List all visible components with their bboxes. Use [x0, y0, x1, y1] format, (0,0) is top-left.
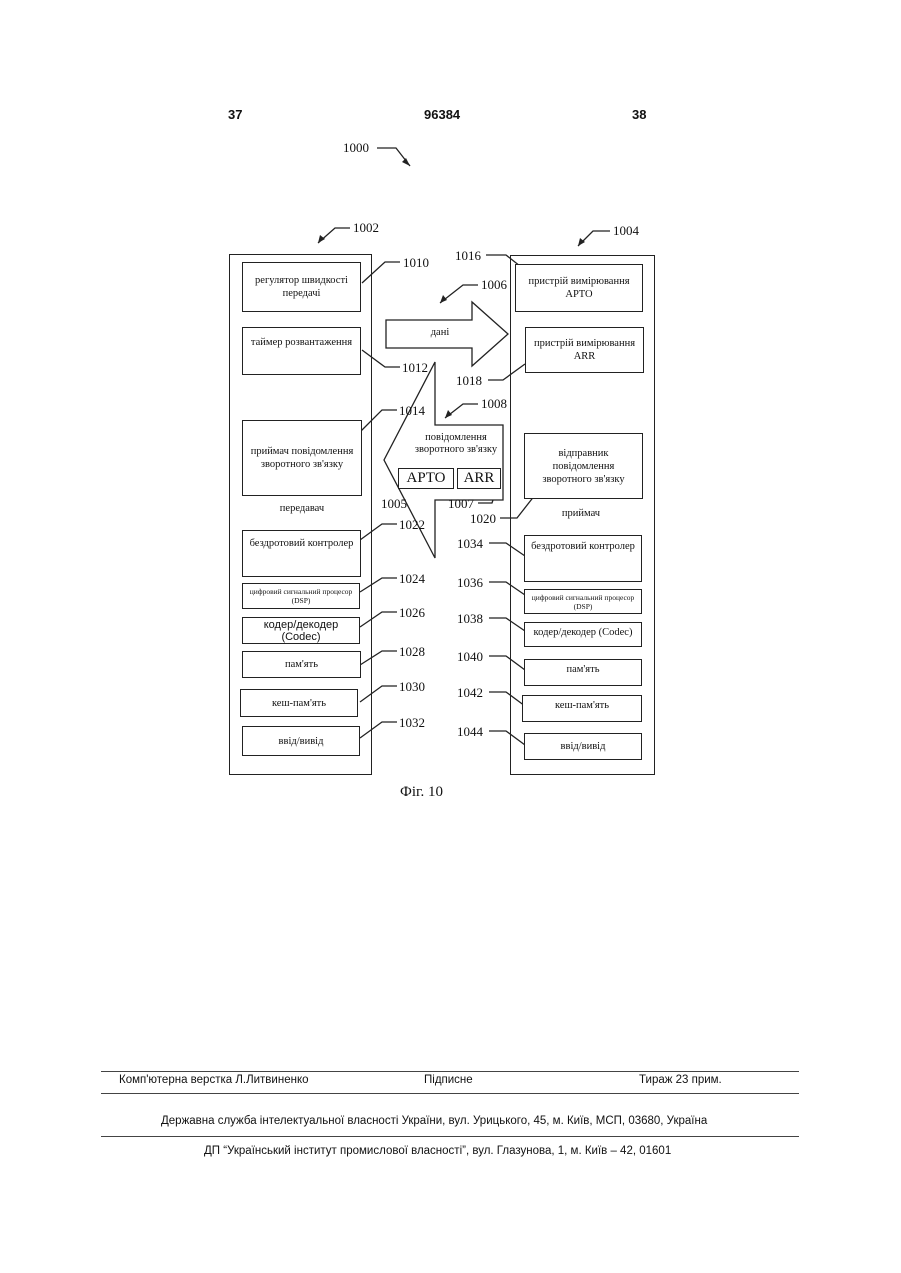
rx-dsp-box: цифровий сигнальний процесор (DSP) [524, 589, 642, 614]
transmitter-label: передавач [242, 503, 362, 514]
ref-1000: 1000 [343, 141, 369, 154]
rx-cache-box: кеш-пам'ять [522, 695, 642, 722]
footer-layout: Комп'ютерна верстка Л.Литвиненко [119, 1074, 309, 1086]
ref-1042: 1042 [457, 686, 483, 699]
apto-field-box: APTO [398, 468, 454, 489]
ref-1002: 1002 [353, 221, 379, 234]
data-arrow-label: дані [410, 327, 470, 338]
ref-1022: 1022 [399, 518, 425, 531]
unload-timer-box: таймер розвантаження [242, 327, 361, 375]
rate-controller-box: регулятор швидкості передачі [242, 262, 361, 312]
apto-meter-box: пристрій вимірювання APTO [515, 264, 643, 312]
footer-signed: Підписне [424, 1074, 473, 1086]
footer-rule-top [101, 1071, 799, 1072]
rx-memory-box: пам'ять [524, 659, 642, 686]
ref-1004: 1004 [613, 224, 639, 237]
ref-1008: 1008 [481, 397, 507, 410]
ref-1012: 1012 [402, 361, 428, 374]
ref-1010: 1010 [403, 256, 429, 269]
ref-1016: 1016 [455, 249, 481, 262]
tx-dsp-box: цифровий сигнальний процесор (DSP) [242, 583, 360, 609]
ref-1032: 1032 [399, 716, 425, 729]
ref-1006: 1006 [481, 278, 507, 291]
footer-rule-mid [101, 1093, 799, 1094]
feedback-arrow-label: повідомлення зворотного зв'язку [412, 432, 500, 456]
arrowhead-1006 [440, 295, 447, 303]
ref-1005: 1005 [381, 497, 407, 510]
ref-1044: 1044 [457, 725, 483, 738]
tx-memory-box: пам'ять [242, 651, 361, 678]
receiver-label: приймач [536, 508, 626, 519]
footer-circulation: Тираж 23 прим. [639, 1074, 722, 1086]
ref-1028: 1028 [399, 645, 425, 658]
arr-meter-box: пристрій вимірювання ARR [525, 327, 644, 373]
leader-1002 [318, 228, 350, 243]
footer-agency: Державна служба інтелектуальної власност… [161, 1115, 707, 1127]
rx-codec-box: кодер/декодер (Codec) [524, 622, 642, 647]
footer-institute: ДП “Український інститут промислової вла… [204, 1145, 671, 1157]
tx-cache-box: кеш-пам'ять [240, 689, 358, 717]
leader-1004 [578, 231, 610, 246]
rx-wireless-controller-box: бездротовий контролер [524, 535, 642, 582]
ref-1036: 1036 [457, 576, 483, 589]
ref-1030: 1030 [399, 680, 425, 693]
ref-1007: 1007 [448, 497, 474, 510]
ref-1014: 1014 [399, 404, 425, 417]
ref-1026: 1026 [399, 606, 425, 619]
ref-1018: 1018 [456, 374, 482, 387]
ref-1024: 1024 [399, 572, 425, 585]
arrowhead-1002 [318, 235, 325, 243]
ref-1038: 1038 [457, 612, 483, 625]
tx-io-box: ввід/вивід [242, 726, 360, 756]
tx-wireless-controller-box: бездротовий контролер [242, 530, 361, 577]
ref-1020: 1020 [470, 512, 496, 525]
leader-1008 [445, 404, 478, 418]
ref-1034: 1034 [457, 537, 483, 550]
arrowhead-1000 [402, 158, 410, 166]
footer-rule-bottom [101, 1136, 799, 1137]
arrowhead-1008 [445, 410, 452, 418]
figure-caption: Фіг. 10 [400, 784, 443, 800]
arr-field-box: ARR [457, 468, 501, 489]
ref-1040: 1040 [457, 650, 483, 663]
rx-io-box: ввід/вивід [524, 733, 642, 760]
feedback-receiver-box: приймач повідомлення зворотного зв'язку [242, 420, 362, 496]
feedback-sender-box: відправник повідомлення зворотного зв'яз… [524, 433, 643, 499]
tx-codec-box: кодер/декодер (Codec) [242, 617, 360, 644]
